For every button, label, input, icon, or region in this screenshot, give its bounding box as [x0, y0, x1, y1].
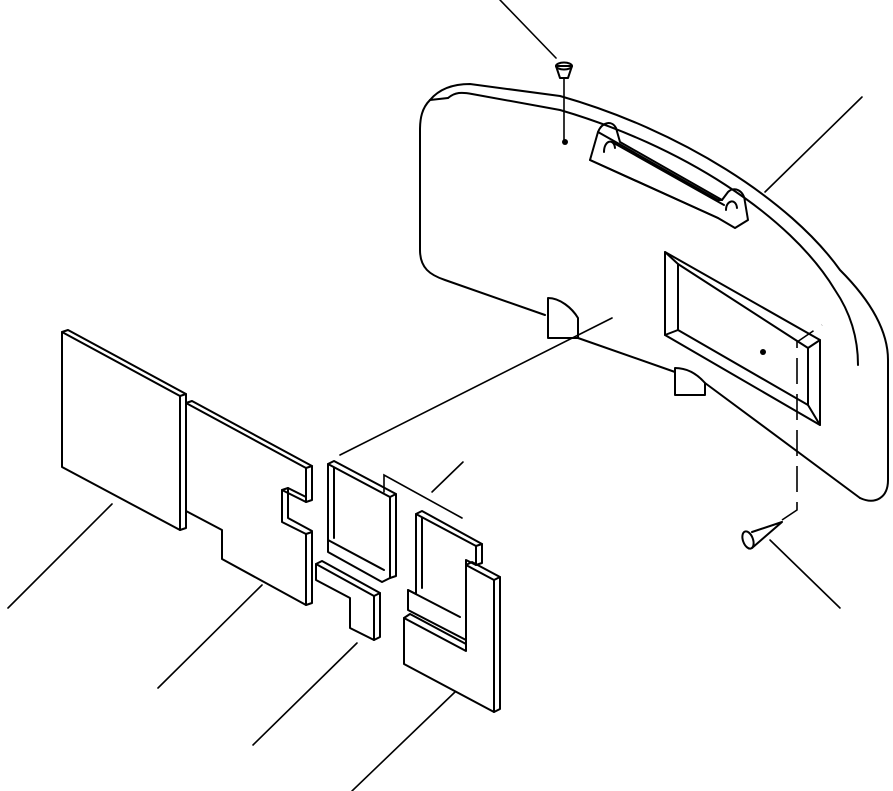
assembly-connector-lines	[339, 317, 613, 519]
leader-line-plate-l	[351, 691, 456, 791]
leader-line-channel	[431, 461, 464, 493]
leader-line-channel-lower	[252, 642, 358, 746]
leader-line-counterweight	[764, 96, 863, 193]
leader-line-plug	[499, 0, 557, 59]
lifting-handle	[589, 122, 749, 229]
leader-line-plate-notched	[157, 584, 263, 689]
leader-line-screw	[769, 539, 841, 609]
insulation-channel-lower	[315, 560, 381, 641]
counterweight	[419, 83, 889, 502]
leader-lines	[7, 0, 863, 791]
leader-line-plate-large	[7, 503, 113, 609]
plug	[555, 61, 573, 141]
insulation-plate-large	[61, 329, 187, 531]
insulation-channel-upper	[327, 460, 397, 583]
screw	[741, 324, 823, 550]
insulation-plate-notched	[185, 400, 313, 606]
insulation-channel-right	[407, 510, 483, 641]
insulation-plate-l-shaped	[403, 561, 501, 713]
